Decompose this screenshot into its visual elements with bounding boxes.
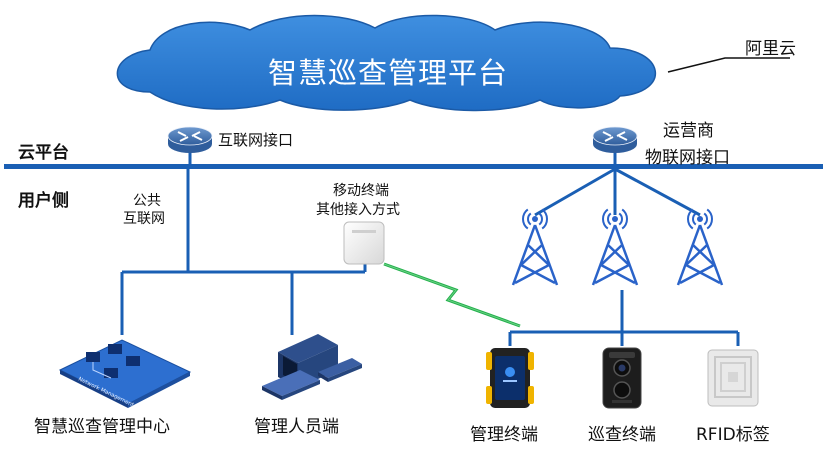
admin-terminal-label: 管理人员端 (254, 417, 339, 437)
rfid-tag-label: RFID标签 (696, 425, 770, 445)
other-access-label: 其他接入方式 (316, 202, 400, 218)
platform-title: 智慧巡查管理平台 (268, 56, 509, 90)
cloud-shape (116, 14, 657, 112)
management-terminal-label: 管理终端 (470, 425, 538, 445)
signal-tower-icon-right (676, 208, 724, 286)
user-layer-label: 用户侧 (18, 191, 69, 211)
access-point-icon (343, 221, 385, 265)
management-center-icon: Network Management (58, 339, 192, 409)
internet-interface-label: 互联网接口 (218, 131, 294, 149)
cloud-layer-label: 云平台 (18, 143, 69, 163)
patrol-terminal-icon (602, 347, 642, 409)
provider-label: 阿里云 (745, 39, 796, 59)
computer-terminal-icon (262, 334, 362, 400)
provider-pointer-line (667, 57, 790, 73)
management-center-label: 智慧巡查管理中心 (34, 417, 170, 437)
operator-label: 运营商 (663, 121, 714, 141)
iot-interface-label: 物联网接口 (645, 148, 730, 168)
router-internet-icon (167, 126, 213, 153)
mobile-terminal-label: 移动终端 (333, 183, 389, 199)
layer-divider-bar (4, 164, 823, 169)
signal-towers (511, 208, 724, 286)
internet-label: 互联网 (123, 211, 165, 227)
management-terminal-icon (486, 348, 534, 408)
public-label: 公共 (133, 193, 161, 209)
signal-tower-icon-middle (591, 208, 639, 286)
wireless-link-icon (383, 262, 521, 328)
router-operator-icon (592, 126, 638, 153)
connection-lines (120, 152, 740, 346)
signal-tower-icon-left (511, 208, 559, 286)
patrol-terminal-label: 巡查终端 (588, 425, 656, 445)
rfid-tag-icon (707, 349, 759, 407)
